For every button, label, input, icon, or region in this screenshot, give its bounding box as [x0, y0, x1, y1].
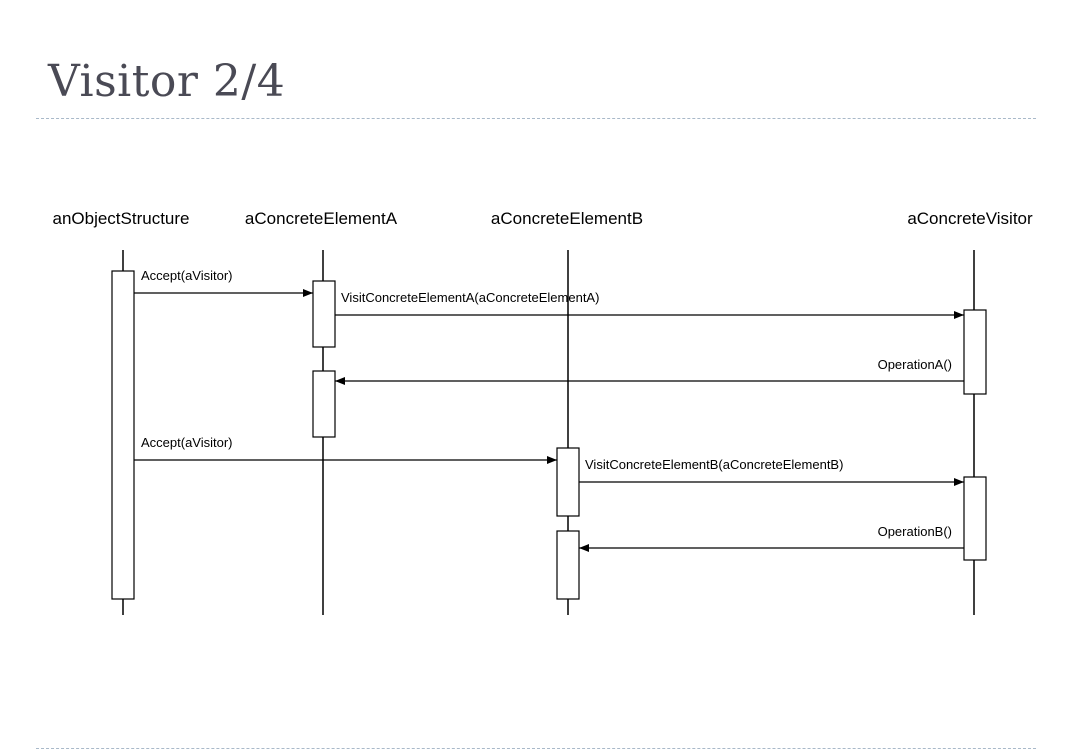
message-label-operation-b: OperationB()	[878, 524, 952, 539]
activation-aconcreteelementa-1	[312, 280, 336, 348]
activation-aconcretevisitor-1	[963, 309, 987, 395]
activation-aconcreteelementb-1	[556, 447, 580, 517]
title-divider	[36, 118, 1036, 119]
activation-aconcreteelementb-2	[556, 530, 580, 600]
message-label-visit-a: VisitConcreteElementA(aConcreteElementA)	[341, 290, 599, 305]
message-label-accept-a: Accept(aVisitor)	[141, 268, 233, 283]
activation-anobjectstructure	[111, 270, 135, 600]
activation-aconcretevisitor-2	[963, 476, 987, 561]
activation-aconcreteelementa-2	[312, 370, 336, 438]
object-label-aconcreteelementb: aConcreteElementB	[491, 209, 643, 228]
message-label-accept-b: Accept(aVisitor)	[141, 435, 233, 450]
slide-title: Visitor 2/4	[48, 56, 286, 107]
message-label-operation-a: OperationA()	[878, 357, 952, 372]
message-label-visit-b: VisitConcreteElementB(aConcreteElementB)	[585, 457, 843, 472]
object-label-anobjectstructure: anObjectStructure	[52, 209, 189, 228]
footer-divider	[36, 748, 1036, 749]
object-label-aconcreteelementa: aConcreteElementA	[245, 209, 398, 228]
object-label-aconcretevisitor: aConcreteVisitor	[907, 209, 1033, 228]
